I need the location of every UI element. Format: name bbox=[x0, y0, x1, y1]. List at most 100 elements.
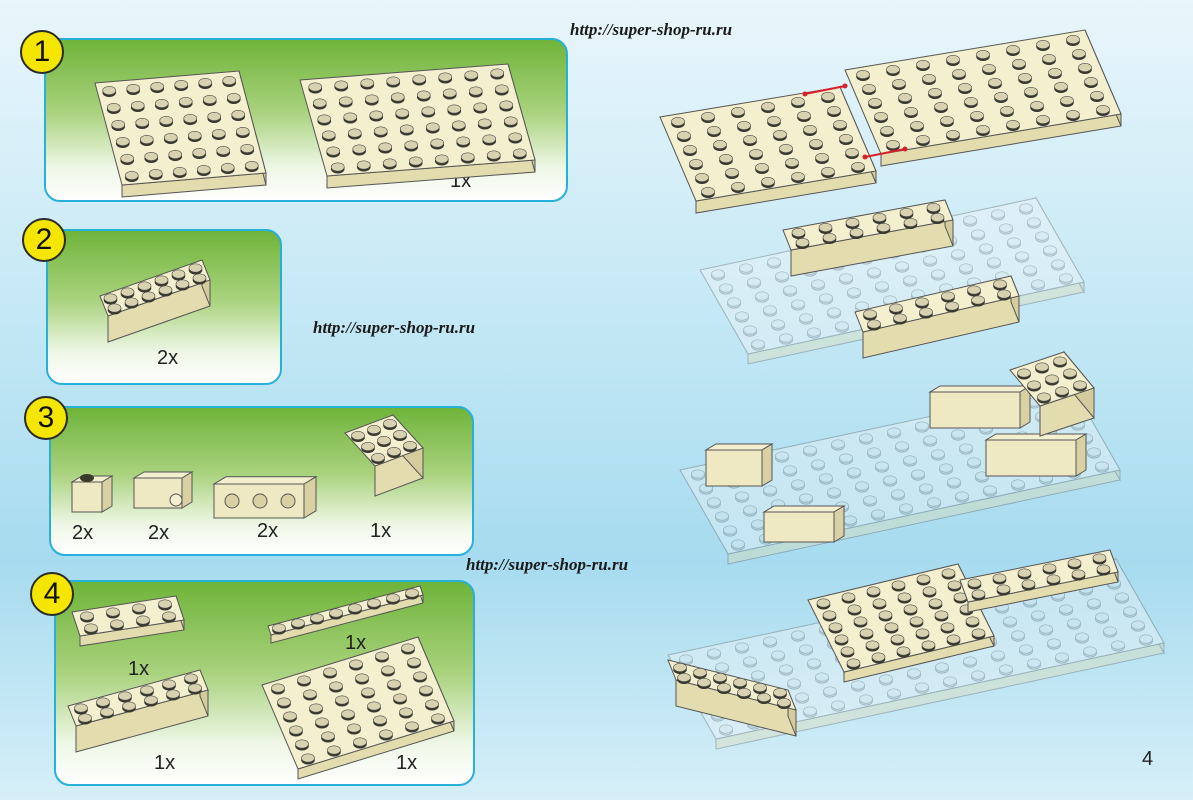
stud bbox=[1103, 628, 1117, 638]
stud-top bbox=[171, 269, 186, 279]
stud-top bbox=[803, 125, 817, 135]
stud-top bbox=[799, 313, 813, 323]
stud-top bbox=[931, 269, 945, 279]
stud bbox=[859, 435, 873, 445]
stud-top bbox=[1111, 640, 1125, 650]
stud-top bbox=[159, 116, 174, 126]
stud-top bbox=[868, 98, 882, 108]
stud-top bbox=[971, 628, 986, 638]
stud-top bbox=[1067, 618, 1081, 628]
stud-top bbox=[916, 135, 930, 145]
stud-top bbox=[1066, 34, 1080, 44]
step-3-brick-1x1 bbox=[70, 475, 114, 513]
stud-top bbox=[1031, 610, 1045, 620]
stud bbox=[839, 275, 853, 285]
stud bbox=[983, 487, 997, 497]
stud bbox=[891, 491, 905, 501]
step-4-qty-2x4-plate: 1x bbox=[128, 658, 150, 680]
stud bbox=[707, 499, 721, 509]
stud-top bbox=[725, 168, 739, 178]
stud-top bbox=[899, 208, 914, 218]
stud-top bbox=[326, 146, 341, 156]
stud-top bbox=[934, 610, 949, 620]
stud-top bbox=[735, 642, 749, 652]
stud-top bbox=[1024, 87, 1038, 97]
stud-top bbox=[717, 682, 731, 692]
stud-top bbox=[821, 92, 835, 102]
stud-top bbox=[431, 713, 445, 723]
stud-top bbox=[903, 275, 917, 285]
stud-top bbox=[847, 467, 861, 477]
stud-top bbox=[719, 154, 733, 164]
stud bbox=[943, 678, 957, 688]
stud bbox=[775, 273, 789, 283]
stud-top bbox=[872, 213, 887, 223]
stud-top bbox=[115, 137, 130, 147]
stud-top bbox=[130, 101, 145, 111]
stud-top bbox=[220, 163, 235, 173]
stud-top bbox=[434, 154, 449, 164]
stud bbox=[831, 441, 845, 451]
step-4-plate-2x4 bbox=[71, 595, 185, 647]
stud-top bbox=[976, 49, 990, 59]
stud-top bbox=[845, 218, 860, 228]
stud bbox=[803, 447, 817, 457]
stud-top bbox=[947, 580, 962, 590]
stud-top bbox=[460, 152, 475, 162]
stud-top bbox=[162, 611, 176, 621]
stud bbox=[947, 479, 961, 489]
stud-top bbox=[892, 79, 906, 89]
stud-top bbox=[887, 427, 901, 437]
stud-top bbox=[919, 483, 933, 493]
stud-top bbox=[922, 74, 936, 84]
stud-top bbox=[821, 167, 835, 177]
stud bbox=[871, 511, 885, 521]
stud-top bbox=[811, 279, 825, 289]
stud-top bbox=[84, 623, 98, 633]
stud-top bbox=[1027, 380, 1041, 390]
stud-top bbox=[120, 154, 135, 164]
stud-top bbox=[277, 697, 291, 707]
stud-top bbox=[1036, 39, 1050, 49]
stud-top bbox=[875, 461, 889, 471]
stud-top bbox=[743, 656, 757, 666]
stud bbox=[1075, 634, 1089, 644]
stud-top bbox=[315, 717, 329, 727]
stud-top bbox=[1067, 558, 1082, 568]
stud-top bbox=[982, 64, 996, 74]
step-4-plate-6x6 bbox=[261, 636, 455, 780]
stud-top bbox=[828, 622, 843, 632]
stud-top bbox=[867, 319, 881, 329]
stud-top bbox=[891, 489, 905, 499]
stud bbox=[735, 313, 749, 323]
stud-top bbox=[295, 739, 309, 749]
stud bbox=[855, 483, 869, 493]
stud bbox=[951, 431, 965, 441]
stud-top bbox=[1019, 203, 1033, 213]
stud-top bbox=[862, 84, 876, 94]
stud-top bbox=[779, 333, 793, 343]
stud-top bbox=[1087, 598, 1101, 608]
stud-top bbox=[207, 112, 222, 122]
stud-top bbox=[713, 672, 727, 682]
stud-top bbox=[1011, 630, 1025, 640]
stud-top bbox=[773, 130, 787, 140]
stud-top bbox=[910, 121, 924, 131]
stud-top bbox=[795, 692, 809, 702]
stud-top bbox=[827, 106, 841, 116]
stud bbox=[875, 463, 889, 473]
stud-top bbox=[988, 78, 1002, 88]
assembly-step-3-pin-brick bbox=[762, 505, 846, 543]
stud bbox=[963, 217, 977, 227]
stud-top bbox=[451, 120, 466, 130]
step-2-slope-brick bbox=[99, 259, 211, 343]
stud bbox=[763, 487, 777, 497]
stud-top bbox=[1051, 259, 1065, 269]
stud-top bbox=[889, 303, 903, 313]
stud-top bbox=[907, 668, 921, 678]
stud-top bbox=[834, 634, 849, 644]
stud bbox=[1095, 463, 1109, 473]
stud bbox=[1019, 205, 1033, 215]
stud-top bbox=[695, 173, 709, 183]
